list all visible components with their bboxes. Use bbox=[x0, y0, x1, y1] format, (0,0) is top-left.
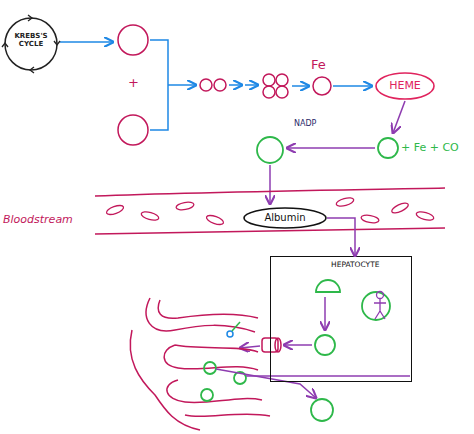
intestine-wall bbox=[164, 345, 258, 370]
flow-arrow bbox=[393, 101, 405, 133]
flow-arrow bbox=[269, 165, 271, 204]
blood-cell bbox=[176, 201, 195, 211]
molecule-circle bbox=[263, 74, 275, 86]
intestine-wall bbox=[158, 300, 258, 318]
cycle-arrowhead bbox=[2, 43, 8, 47]
cycle-arrowhead bbox=[28, 15, 32, 21]
intestine-wall bbox=[130, 330, 200, 430]
albumin-name: Albumin bbox=[243, 212, 327, 223]
blood-cell bbox=[140, 210, 159, 221]
blood-cell bbox=[205, 214, 224, 227]
vessel-wall bbox=[95, 228, 445, 234]
blood-cell bbox=[105, 204, 124, 217]
cycle-arrowhead bbox=[30, 67, 34, 73]
hepatocyte-box: HEPATOCYTE bbox=[270, 256, 412, 382]
albumin-ellipse-outline bbox=[244, 208, 326, 228]
bloodstream-band: BloodstreamAlbumin bbox=[95, 186, 445, 242]
conjugated-circle bbox=[315, 335, 335, 355]
enzyme-figure bbox=[374, 299, 386, 319]
blood-cell bbox=[415, 210, 434, 221]
flow-arrow bbox=[216, 369, 316, 398]
bilirubin-halfcircle bbox=[316, 280, 340, 292]
biliverdin-circle bbox=[378, 138, 398, 158]
excreted-circle bbox=[311, 399, 333, 421]
products-label: + Fe + CO bbox=[401, 142, 459, 153]
blood-cell bbox=[335, 196, 354, 207]
blood-cell bbox=[361, 214, 380, 224]
urobilinogen-circle bbox=[201, 389, 213, 401]
flow-arrow bbox=[284, 344, 312, 346]
molecule-circle bbox=[118, 25, 148, 55]
merge-bracket bbox=[150, 40, 168, 130]
flow-arrow bbox=[324, 297, 326, 330]
molecule-circle bbox=[214, 79, 226, 91]
flow-arrow bbox=[333, 85, 372, 87]
albumin-ellipse: Albumin bbox=[243, 207, 327, 229]
flow-arrow bbox=[292, 85, 309, 87]
molecule-circle bbox=[276, 86, 288, 98]
vessel-wall bbox=[95, 188, 445, 196]
molecule-circle bbox=[200, 79, 212, 91]
molecule-circle bbox=[118, 115, 148, 145]
transporter-symbol bbox=[275, 338, 281, 352]
cycle-circle: KREBS'S CYCLE bbox=[3, 16, 59, 72]
molecule-circle bbox=[276, 74, 288, 86]
bacteria-symbol bbox=[227, 331, 233, 337]
flow-arrow bbox=[245, 84, 258, 86]
cycle-name: KREBS'S CYCLE bbox=[11, 33, 51, 48]
flow-arrow bbox=[240, 346, 260, 348]
hepatocyte-name: HEPATOCYTE bbox=[331, 261, 411, 269]
urobilinogen-circle bbox=[204, 362, 216, 374]
conjugation-circle bbox=[362, 292, 390, 320]
blood-cell bbox=[390, 201, 409, 215]
bacteria-symbol bbox=[232, 322, 240, 331]
flow-arrow bbox=[168, 84, 196, 86]
intestine-wall bbox=[167, 380, 270, 416]
enzyme-figure bbox=[377, 292, 384, 299]
bloodstream-name: Bloodstream bbox=[3, 214, 93, 226]
molecule-circle bbox=[313, 77, 331, 95]
flow-arrow bbox=[60, 41, 113, 43]
bilirubin-circle bbox=[257, 137, 283, 163]
iron-symbol: Fe bbox=[311, 58, 326, 71]
molecule-circle bbox=[263, 86, 275, 98]
heme-ellipse: HEME bbox=[375, 72, 435, 100]
transport-arrow bbox=[327, 218, 355, 256]
heme-name: HEME bbox=[375, 80, 435, 92]
plus-sign: + bbox=[128, 76, 139, 89]
cycle-arrowhead bbox=[54, 41, 60, 45]
cofactor-name: NADP bbox=[294, 120, 316, 128]
flow-arrow bbox=[229, 84, 242, 86]
flow-arrow bbox=[287, 147, 375, 149]
cycle-outline bbox=[5, 18, 57, 70]
heme-ellipse-outline bbox=[376, 73, 434, 99]
